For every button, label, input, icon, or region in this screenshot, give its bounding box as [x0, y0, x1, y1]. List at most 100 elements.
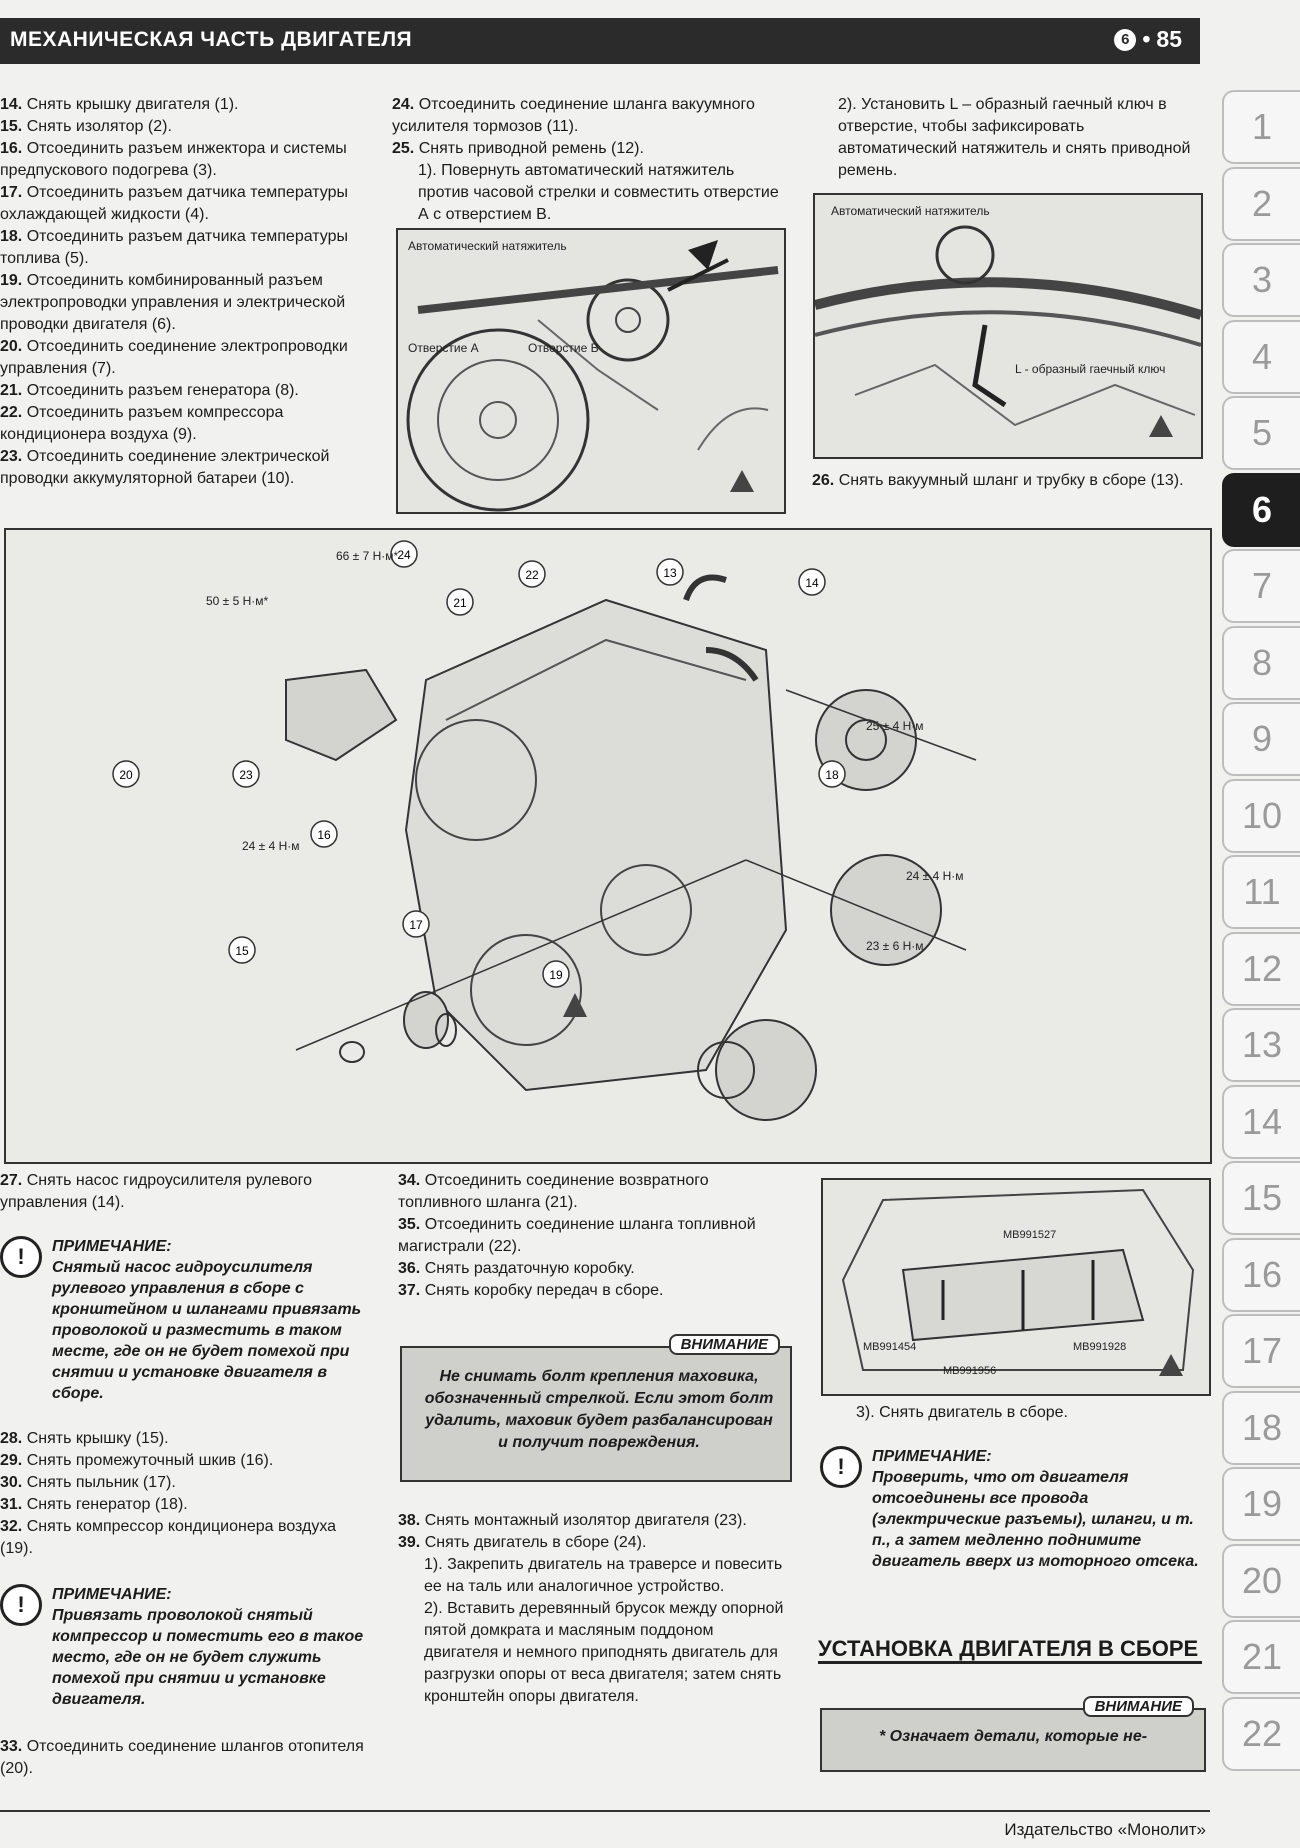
step-list: 38. Снять монтажный изолятор двигателя (…: [398, 1510, 790, 1554]
callout-number: 19: [549, 968, 563, 982]
callout-number: 16: [317, 828, 331, 842]
callout-number: 20: [119, 768, 133, 782]
column-1-top: 14. Снять крышку двигателя (1).15. Снять…: [0, 94, 368, 490]
fig1-hole-a-label: Отверстие А: [408, 341, 479, 355]
chapter-tab-20[interactable]: 20: [1222, 1543, 1300, 1618]
chapter-tab-13[interactable]: 13: [1222, 1008, 1300, 1082]
fig3-label: MB991928: [1073, 1341, 1126, 1353]
chapter-icon: 6: [1114, 28, 1137, 51]
step-number: 33.: [0, 1738, 23, 1755]
step-number: 16.: [0, 140, 23, 157]
step-text: Отсоединить разъем генератора (8).: [26, 382, 299, 399]
step-number: 26.: [812, 472, 835, 489]
chapter-tab-3[interactable]: 3: [1222, 243, 1300, 317]
column-1-bottom: 27. Снять насос гидроусилителя рулевого …: [0, 1170, 372, 1214]
chapter-tab-22[interactable]: 22: [1222, 1696, 1300, 1771]
callout-23: 23: [232, 760, 260, 788]
chapter-tab-5[interactable]: 5: [1222, 396, 1300, 470]
step-item: 33. Отсоединить соединение шлангов отопи…: [0, 1736, 372, 1780]
figure-l-key: Автоматический натяжитель L - образный г…: [813, 193, 1203, 459]
page-header: МЕХАНИЧЕСКАЯ ЧАСТЬ ДВИГАТЕЛЯ 6 • 85: [0, 18, 1200, 64]
callout-16: 16: [310, 820, 338, 848]
step-text: Отсоединить соединение электропроводки у…: [0, 338, 348, 377]
callout-13: 13: [656, 558, 684, 586]
step-number: 28.: [0, 1430, 23, 1447]
step-number: 35.: [398, 1216, 421, 1233]
callout-number: 14: [805, 576, 819, 590]
warning-text: * Означает детали, которые не-: [878, 1728, 1148, 1745]
callout-number: 15: [235, 944, 249, 958]
callout-17: 17: [402, 910, 430, 938]
substep-text: 1). Повернуть автоматический натяжитель …: [418, 162, 779, 223]
step-text: Отсоединить разъем датчика температуры о…: [0, 184, 348, 223]
chapter-tab-11[interactable]: 11: [1222, 855, 1300, 929]
column-3-step26: 26. Снять вакуумный шланг и трубку в сбо…: [812, 470, 1204, 492]
chapter-tab-8[interactable]: 8: [1222, 625, 1300, 700]
page-number: 6 • 85: [1114, 26, 1182, 53]
step-text: Отсоединить комбинированный разъем элект…: [0, 272, 346, 333]
step-number: 14.: [0, 96, 23, 113]
chapter-tab-10[interactable]: 10: [1222, 778, 1300, 853]
step-number: 25.: [392, 140, 415, 157]
step-item: 15. Снять изолятор (2).: [0, 116, 368, 138]
chapter-tab-2[interactable]: 2: [1222, 166, 1300, 241]
substep-text: 1). Закрепить двигатель на траверсе и по…: [424, 1556, 783, 1595]
chapter-tab-19[interactable]: 19: [1222, 1467, 1300, 1541]
step-text: Снять пыльник (17).: [26, 1474, 176, 1491]
step-list: 34. Отсоединить соединение возвратного т…: [398, 1170, 790, 1302]
chapter-tab-9[interactable]: 9: [1222, 702, 1300, 776]
step-list: 28. Снять крышку (15).29. Снять промежут…: [0, 1428, 372, 1560]
step-number: 31.: [0, 1496, 23, 1513]
note-text: Привязать проволокой снятый компрессор и…: [52, 1607, 364, 1708]
note-heading: ПРИМЕЧАНИЕ:: [872, 1448, 992, 1465]
chapter-tab-1[interactable]: 1: [1222, 90, 1300, 164]
page-footer: Издательство «Монолит»: [0, 1810, 1210, 1839]
step-number: 22.: [0, 404, 23, 421]
chapter-tab-7[interactable]: 7: [1222, 549, 1300, 623]
callout-15: 15: [228, 936, 256, 964]
step-text: Снять монтажный изолятор двигателя (23).: [424, 1512, 747, 1529]
chapter-tab-14[interactable]: 14: [1222, 1084, 1300, 1159]
step-number: 18.: [0, 228, 23, 245]
step-item: 31. Снять генератор (18).: [0, 1494, 372, 1516]
chapter-tab-6[interactable]: 6: [1222, 472, 1300, 547]
step-list: 24. Отсоединить соединение шланга вакуум…: [392, 94, 788, 160]
step-text: Снять изолятор (2).: [26, 118, 172, 135]
fig2-key-label: L - образный гаечный ключ: [1015, 362, 1165, 376]
chapter-tab-12[interactable]: 12: [1222, 931, 1300, 1006]
chapter-tab-15[interactable]: 15: [1222, 1161, 1300, 1235]
chapter-tab-17[interactable]: 17: [1222, 1314, 1300, 1388]
warning-text: Не снимать болт крепления маховика, обоз…: [424, 1368, 774, 1451]
step-item: 29. Снять промежуточный шкив (16).: [0, 1450, 372, 1472]
chapter-tab-16[interactable]: 16: [1222, 1237, 1300, 1312]
step-text: Снять компрессор кондиционера воздуха (1…: [0, 1518, 337, 1557]
column-1-end: 33. Отсоединить соединение шлангов отопи…: [0, 1736, 372, 1780]
page-number-value: 85: [1156, 26, 1182, 52]
step-number: 20.: [0, 338, 23, 355]
step-text: Снять двигатель в сборе (24).: [424, 1534, 647, 1551]
chapter-tab-21[interactable]: 21: [1222, 1620, 1300, 1694]
note-heading: ПРИМЕЧАНИЕ:: [52, 1586, 172, 1603]
step-item: 34. Отсоединить соединение возвратного т…: [398, 1170, 790, 1214]
callout-21: 21: [446, 588, 474, 616]
section-title: УСТАНОВКА ДВИГАТЕЛЯ В СБОРЕ: [818, 1636, 1202, 1664]
callout-number: 22: [525, 568, 539, 582]
step-item: 14. Снять крышку двигателя (1).: [0, 94, 368, 116]
step-number: 17.: [0, 184, 23, 201]
fig1-tensioner-label: Автоматический натяжитель: [408, 239, 567, 253]
chapter-tab-18[interactable]: 18: [1222, 1390, 1300, 1465]
step-text: Снять приводной ремень (12).: [418, 140, 644, 157]
step-item: 28. Снять крышку (15).: [0, 1428, 372, 1450]
step-number: 23.: [0, 448, 23, 465]
substep-text: 2). Вставить деревянный брусок между опо…: [424, 1600, 784, 1705]
step-item: 16. Отсоединить разъем инжектора и систе…: [0, 138, 368, 182]
step-number: 37.: [398, 1282, 421, 1299]
step-item: 24. Отсоединить соединение шланга вакуум…: [392, 94, 788, 138]
note-text: Снятый насос гидроусилителя рулевого упр…: [52, 1259, 362, 1402]
chapter-tab-4[interactable]: 4: [1222, 319, 1300, 394]
step-number: 38.: [398, 1512, 421, 1529]
step-item: 19. Отсоединить комбинированный разъем э…: [0, 270, 368, 336]
step-text: Снять насос гидроусилителя рулевого упра…: [0, 1172, 313, 1211]
step-number: 32.: [0, 1518, 23, 1535]
step-list: 27. Снять насос гидроусилителя рулевого …: [0, 1170, 372, 1214]
